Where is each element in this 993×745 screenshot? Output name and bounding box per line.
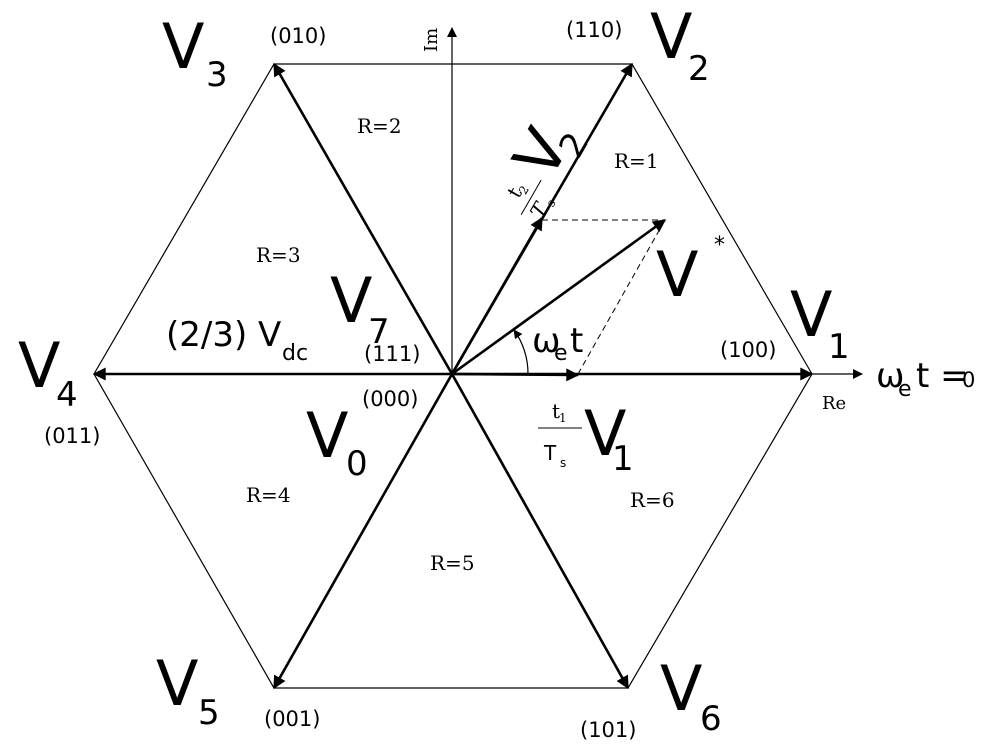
- label-v6-sub: 6: [700, 699, 722, 739]
- component-v1-main: V: [584, 397, 626, 470]
- reference-vector-label: V *: [656, 233, 725, 311]
- label-v1: V 1: [790, 278, 850, 367]
- component-v1-label: t 1 T s V 1: [538, 397, 634, 479]
- label-v0-sub: 0: [346, 444, 368, 484]
- component-v1-den: T: [543, 441, 557, 465]
- label-v7-sub: 7: [368, 312, 390, 352]
- region-6-label: R=6: [630, 488, 675, 512]
- component-v1-sub: 1: [612, 439, 634, 479]
- region-3-label: R=3: [256, 243, 301, 267]
- label-v5-sub: 5: [198, 693, 220, 733]
- zero-angle-sub: e: [898, 377, 912, 402]
- angle-sub: e: [554, 341, 568, 366]
- label-v1-sub: 1: [828, 327, 850, 367]
- label-v6: V 6: [660, 652, 722, 739]
- angle-omega: ω: [532, 321, 560, 361]
- code-v1: (100): [720, 338, 776, 362]
- vdc-sub: dc: [282, 341, 308, 366]
- code-v6: (101): [580, 718, 636, 742]
- region-1-label: R=1: [614, 149, 659, 173]
- label-v7-main: V: [330, 264, 372, 337]
- region-5-label: R=5: [430, 551, 475, 575]
- vector-v6-arrow: [450, 373, 630, 690]
- region-4-label: R=4: [246, 483, 291, 507]
- label-v5: V 5: [156, 647, 220, 733]
- label-v4-sub: 4: [56, 375, 78, 415]
- label-v7: V 7: [330, 264, 390, 352]
- label-v5-main: V: [156, 647, 198, 720]
- dashed-line-diagonal: [577, 219, 666, 375]
- component-v1-num: t: [552, 399, 560, 423]
- component-v1-num-sub: 1: [559, 411, 567, 425]
- label-v6-main: V: [660, 652, 702, 725]
- label-v0: V 0: [306, 399, 368, 484]
- real-axis-label: Re: [822, 393, 846, 414]
- vdc-prefix: (2/3) V: [166, 315, 281, 355]
- component-v2-label: t 2 T s V 2: [499, 117, 597, 222]
- label-v1-main: V: [790, 278, 832, 351]
- vdc-label: (2/3) V dc: [166, 315, 308, 366]
- label-v4-main: V: [18, 329, 60, 402]
- component-v2-fraction-bar: [520, 179, 542, 216]
- code-v5: (001): [264, 707, 320, 731]
- component-v1-den-sub: s: [560, 456, 566, 470]
- zero-angle-omega: ω: [876, 356, 904, 396]
- vector-v3-arrow: [272, 62, 454, 375]
- code-v4: (011): [44, 424, 100, 448]
- code-v2: (110): [566, 18, 622, 42]
- label-v3-main: V: [162, 10, 204, 83]
- imag-axis-label: Im: [421, 28, 442, 52]
- zero-angle-label: ω e t = 0: [876, 356, 975, 402]
- label-v4: V 4: [18, 329, 78, 415]
- reference-vector-sup: *: [714, 233, 725, 258]
- vector-v5-arrow: [272, 373, 454, 690]
- code-v3: (010): [270, 24, 326, 48]
- reference-vector-arrow: [451, 218, 667, 376]
- label-v2: V 2: [650, 0, 710, 89]
- zero-angle-zero: 0: [962, 368, 975, 392]
- code-v7: (111): [364, 342, 420, 366]
- label-v2-sub: 2: [688, 49, 710, 89]
- component-v2-arrow: [450, 216, 544, 375]
- reference-vector-main: V: [656, 238, 698, 311]
- code-v0: (000): [362, 387, 418, 411]
- label-v3-sub: 3: [206, 55, 228, 95]
- label-v2-main: V: [650, 0, 692, 73]
- component-v1-arrow: [451, 368, 580, 382]
- angle-t: t: [570, 321, 583, 361]
- region-2-label: R=2: [357, 114, 402, 138]
- zero-angle-rest: t =: [916, 356, 969, 396]
- label-v0-main: V: [306, 399, 348, 472]
- angle-label: ω e t: [532, 321, 583, 366]
- label-v3: V 3: [162, 10, 228, 95]
- angle-arc: [513, 329, 529, 375]
